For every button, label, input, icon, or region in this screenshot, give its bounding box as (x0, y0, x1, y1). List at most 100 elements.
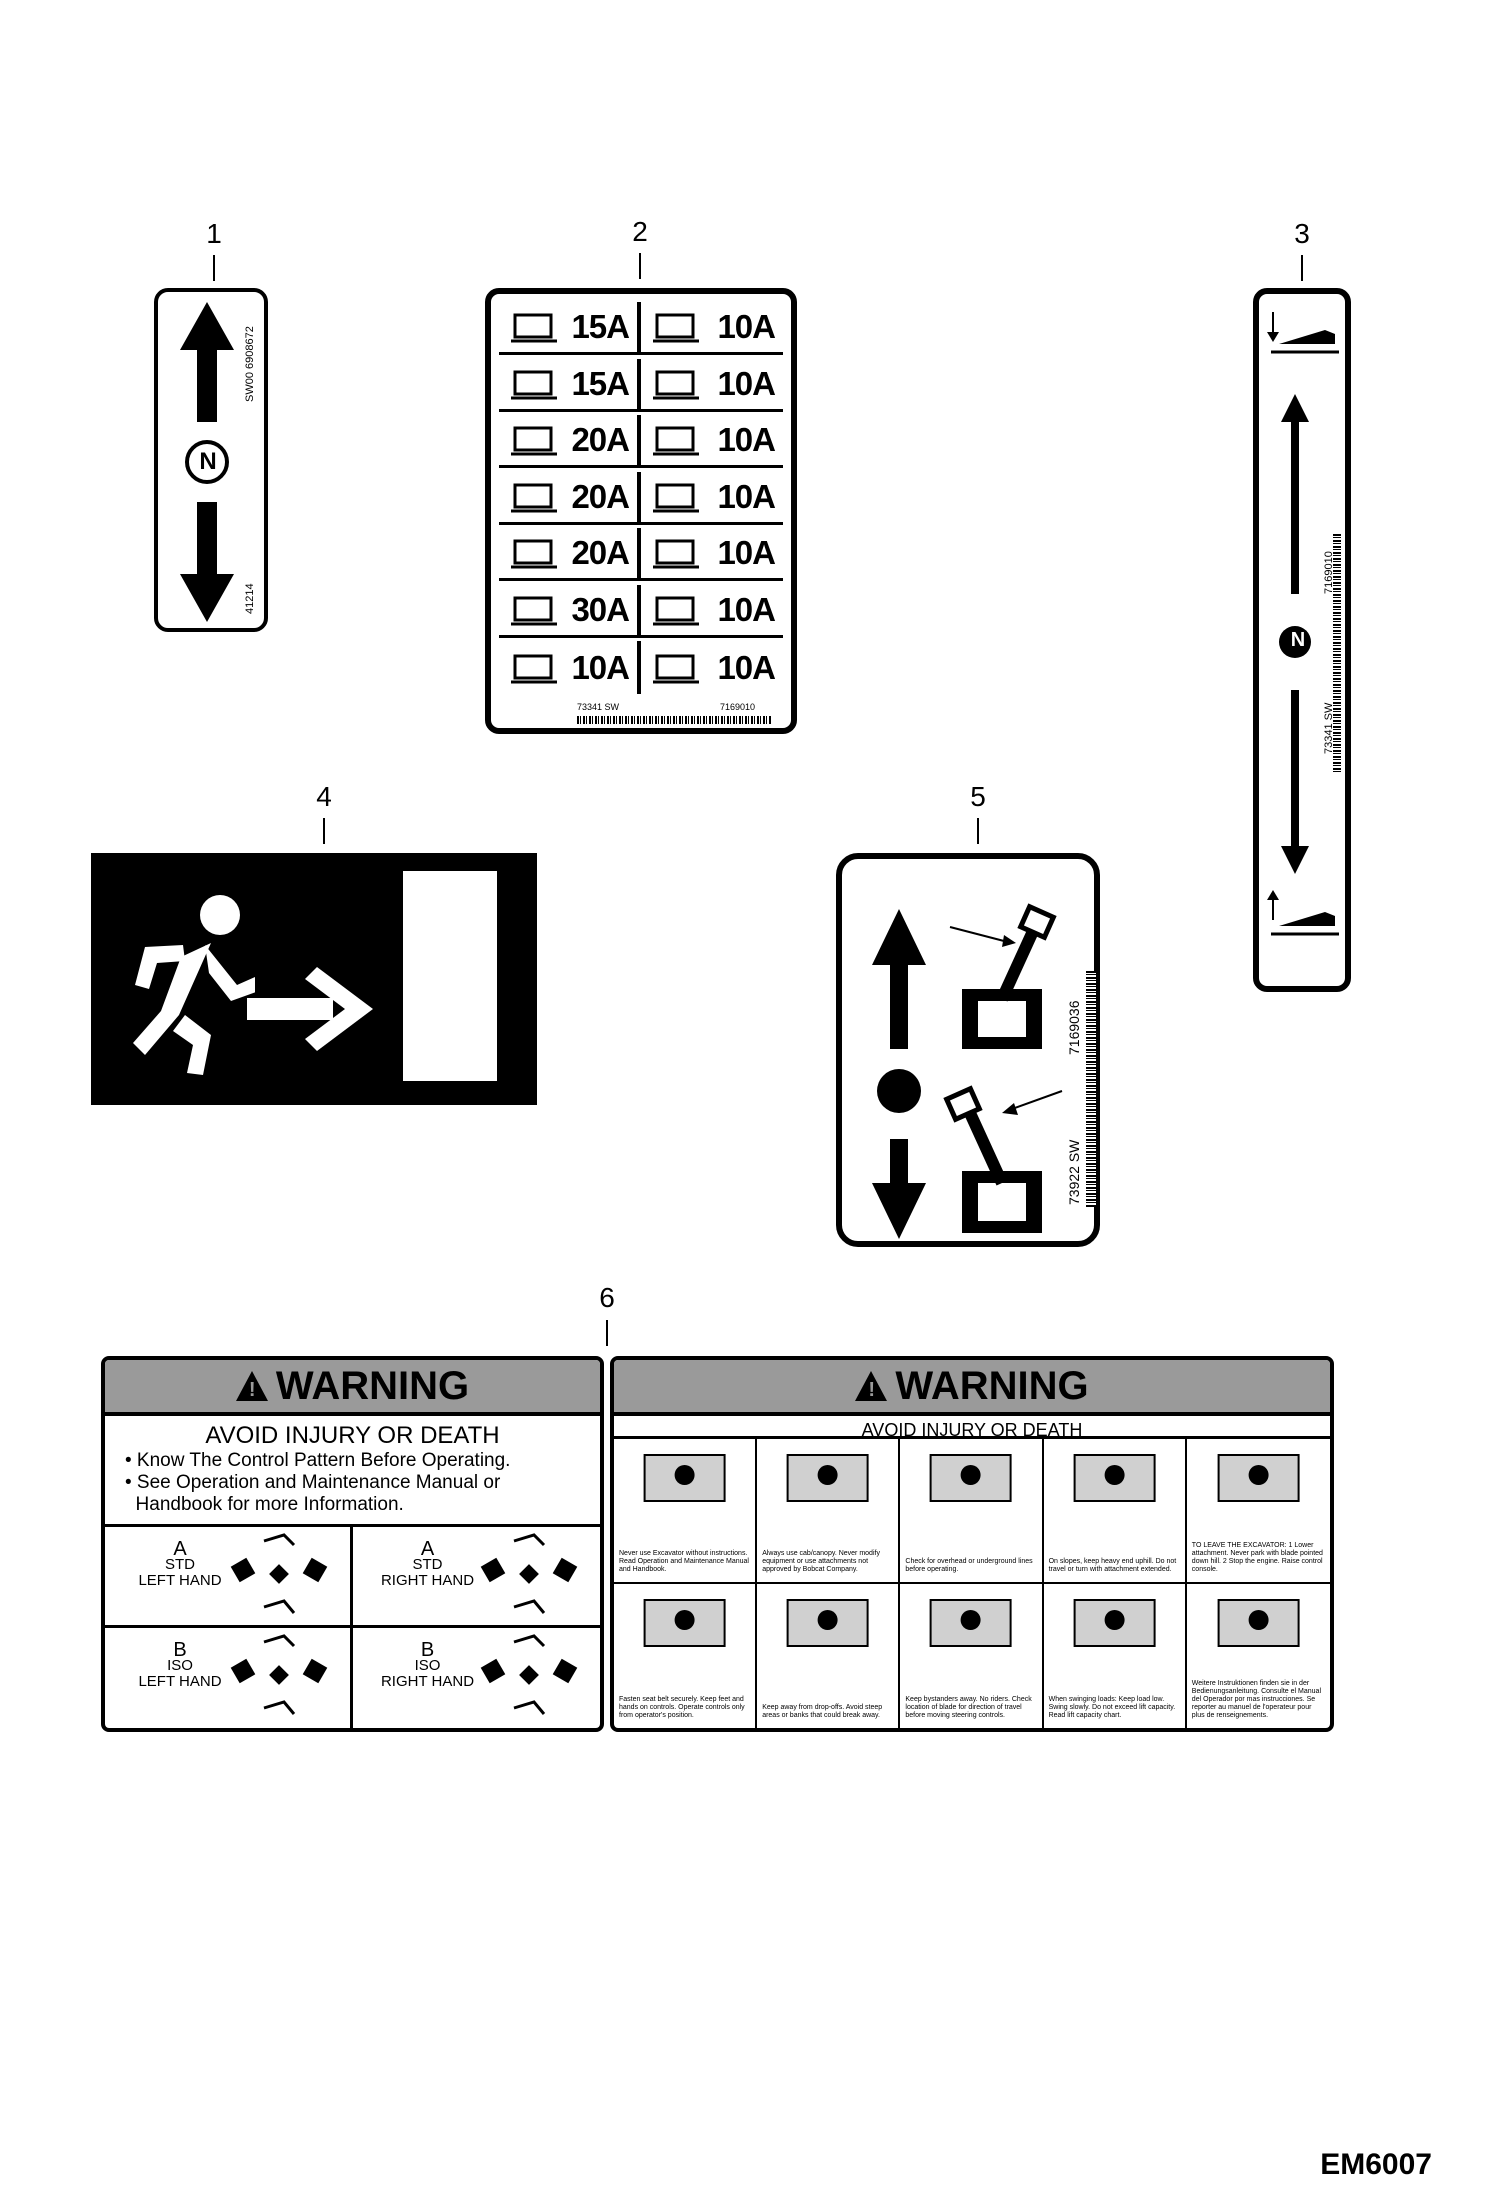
fuel-heater-icon (507, 533, 565, 573)
pattern-hand: LEFT HAND (138, 1672, 222, 1690)
warning-header-2: ! WARNING (614, 1360, 1330, 1416)
pattern-type: STD (165, 1556, 195, 1573)
fuse-amperage: 15A (571, 364, 630, 402)
fuse-amperage: 10A (717, 534, 776, 572)
pattern-hand: LEFT HAND (138, 1572, 222, 1589)
fuse-amperage: 20A (571, 421, 630, 459)
fan-icon (507, 420, 565, 460)
pedal-up-icon (1267, 312, 1339, 354)
fuse-cell: 20A (499, 415, 641, 469)
fuse-amperage: 15A (571, 308, 630, 345)
fuse-code-right: 7169010 (719, 702, 755, 712)
pattern-hand: RIGHT HAND (380, 1672, 475, 1690)
decal-5-travel-direction: 7169036 73922 SW (836, 853, 1100, 1247)
safety-pictogram-icon (1197, 1590, 1320, 1656)
safety-text: Check for overhead or underground lines … (905, 1557, 1033, 1573)
fuse-amperage: 10A (717, 421, 776, 459)
pedal-down-icon (1267, 890, 1339, 936)
fuse-amperage: 20A (571, 534, 630, 572)
warning-subtitle-2: AVOID INJURY OR DEATH (861, 1420, 1083, 1440)
decal-5-code-a: 7169036 (1066, 1000, 1082, 1055)
safety-cell: On slopes, keep heavy end uphill. Do not… (1043, 1439, 1187, 1584)
beacon-horn-icon (649, 307, 707, 347)
safety-pictogram-icon (767, 1445, 888, 1511)
safety-cell: When swinging loads: Keep load low. Swin… (1044, 1583, 1187, 1728)
warning-header-text-2: WARNING (895, 1363, 1089, 1408)
radio-fan-icon (649, 477, 707, 517)
warning-bullet-1: • Know The Control Pattern Before Operat… (125, 1450, 511, 1471)
leader-line-3 (1301, 255, 1303, 281)
fuse-barcode (577, 716, 771, 724)
joystick-icon (507, 364, 565, 404)
warning-header: ! WARNING (105, 1360, 600, 1416)
fuse-amperage: 10A (571, 648, 630, 686)
safety-cell-grid: Never use Excavator without instructions… (614, 1436, 1330, 1728)
pattern-type: ISO (414, 1656, 441, 1674)
neutral-label: N (199, 448, 217, 475)
long-up-down-arrow-icon (1279, 394, 1311, 874)
warning-bullet-2: • See Operation and Maintenance Manual o… (125, 1472, 501, 1493)
safety-text: Keep bystanders away. No riders. Check l… (905, 1696, 1032, 1719)
fuse-cell: 10A (641, 415, 783, 469)
leader-line-6 (606, 1320, 608, 1346)
leader-line-2 (639, 253, 641, 279)
decal-6-warning-safety: ! WARNING AVOID INJURY OR DEATH Never us… (610, 1356, 1334, 1732)
computer-icon (507, 307, 565, 347)
leader-line-4 (323, 818, 325, 844)
leader-line-5 (977, 818, 979, 844)
warning-triangle-icon-2: ! (855, 1371, 888, 1401)
pattern-letter: B (420, 1638, 435, 1661)
exit-door-icon (403, 871, 497, 1081)
fuse-cell: 10A (641, 585, 783, 638)
fuse-cell: 10A (499, 641, 641, 695)
safety-cell: Check for overhead or underground lines … (900, 1439, 1044, 1584)
safety-cell: TO LEAVE THE EXCAVATOR: 1 Lower attachme… (1186, 1439, 1330, 1584)
fuse-amperage: 10A (717, 364, 776, 402)
safety-text: Keep away from drop-offs. Avoid steep ar… (762, 1704, 883, 1719)
exit-arrow-icon (247, 967, 373, 1051)
lever-forward-icon (949, 903, 1057, 1049)
decal-6-warning-control-pattern: ! WARNING AVOID INJURY OR DEATH • Know T… (101, 1356, 604, 1732)
horn-travel-icon (649, 590, 707, 630)
display-icon (649, 533, 707, 573)
fuse-amperage: 10A (717, 308, 776, 345)
decal-3-barcode (1333, 534, 1341, 774)
safety-text: Always use cab/canopy. Never modify equi… (762, 1549, 880, 1573)
callout-3: 3 (1294, 218, 1310, 249)
decal-3-neutral-label: N (1290, 629, 1306, 651)
engine-alt-icon (649, 648, 707, 688)
leader-line-1 (213, 255, 215, 281)
engine-icon (507, 648, 565, 688)
warning-bullet-3: Handbook for more Information. (125, 1494, 404, 1515)
callout-2: 2 (632, 216, 648, 247)
safety-pictogram-icon (1197, 1445, 1320, 1511)
fuse-cell: 20A (499, 528, 641, 582)
lever-back-icon (943, 1085, 1063, 1233)
warning-subtitle: AVOID INJURY OR DEATH (205, 1422, 500, 1449)
fuse-amperage: 20A (571, 477, 630, 515)
callout-6: 6 (599, 1282, 615, 1313)
fuse-cell: 20A (499, 471, 641, 525)
safety-pictogram-icon (1054, 1445, 1175, 1511)
safety-text: TO LEAVE THE EXCAVATOR: 1 Lower attachme… (1191, 1541, 1323, 1573)
fuse-cell: 15A (499, 302, 641, 355)
fuse-cell: 10A (641, 641, 783, 694)
ac-snowflake-icon (507, 477, 565, 517)
work-light-icon (507, 590, 565, 630)
fuse-cell: 10A (641, 528, 783, 582)
decal-1-code-top: SW00 6908672 (244, 326, 256, 402)
safety-pictogram-icon (767, 1590, 888, 1656)
safety-cell: Keep bystanders away. No riders. Check l… (900, 1583, 1044, 1728)
safety-pictogram-icon (624, 1590, 745, 1656)
pattern-type: STD (412, 1556, 443, 1573)
fuse-cell: 15A (499, 358, 641, 412)
accessory-icon (649, 364, 707, 404)
safety-cell: Always use cab/canopy. Never modify equi… (757, 1439, 901, 1584)
fuse-amperage: 10A (717, 590, 776, 628)
